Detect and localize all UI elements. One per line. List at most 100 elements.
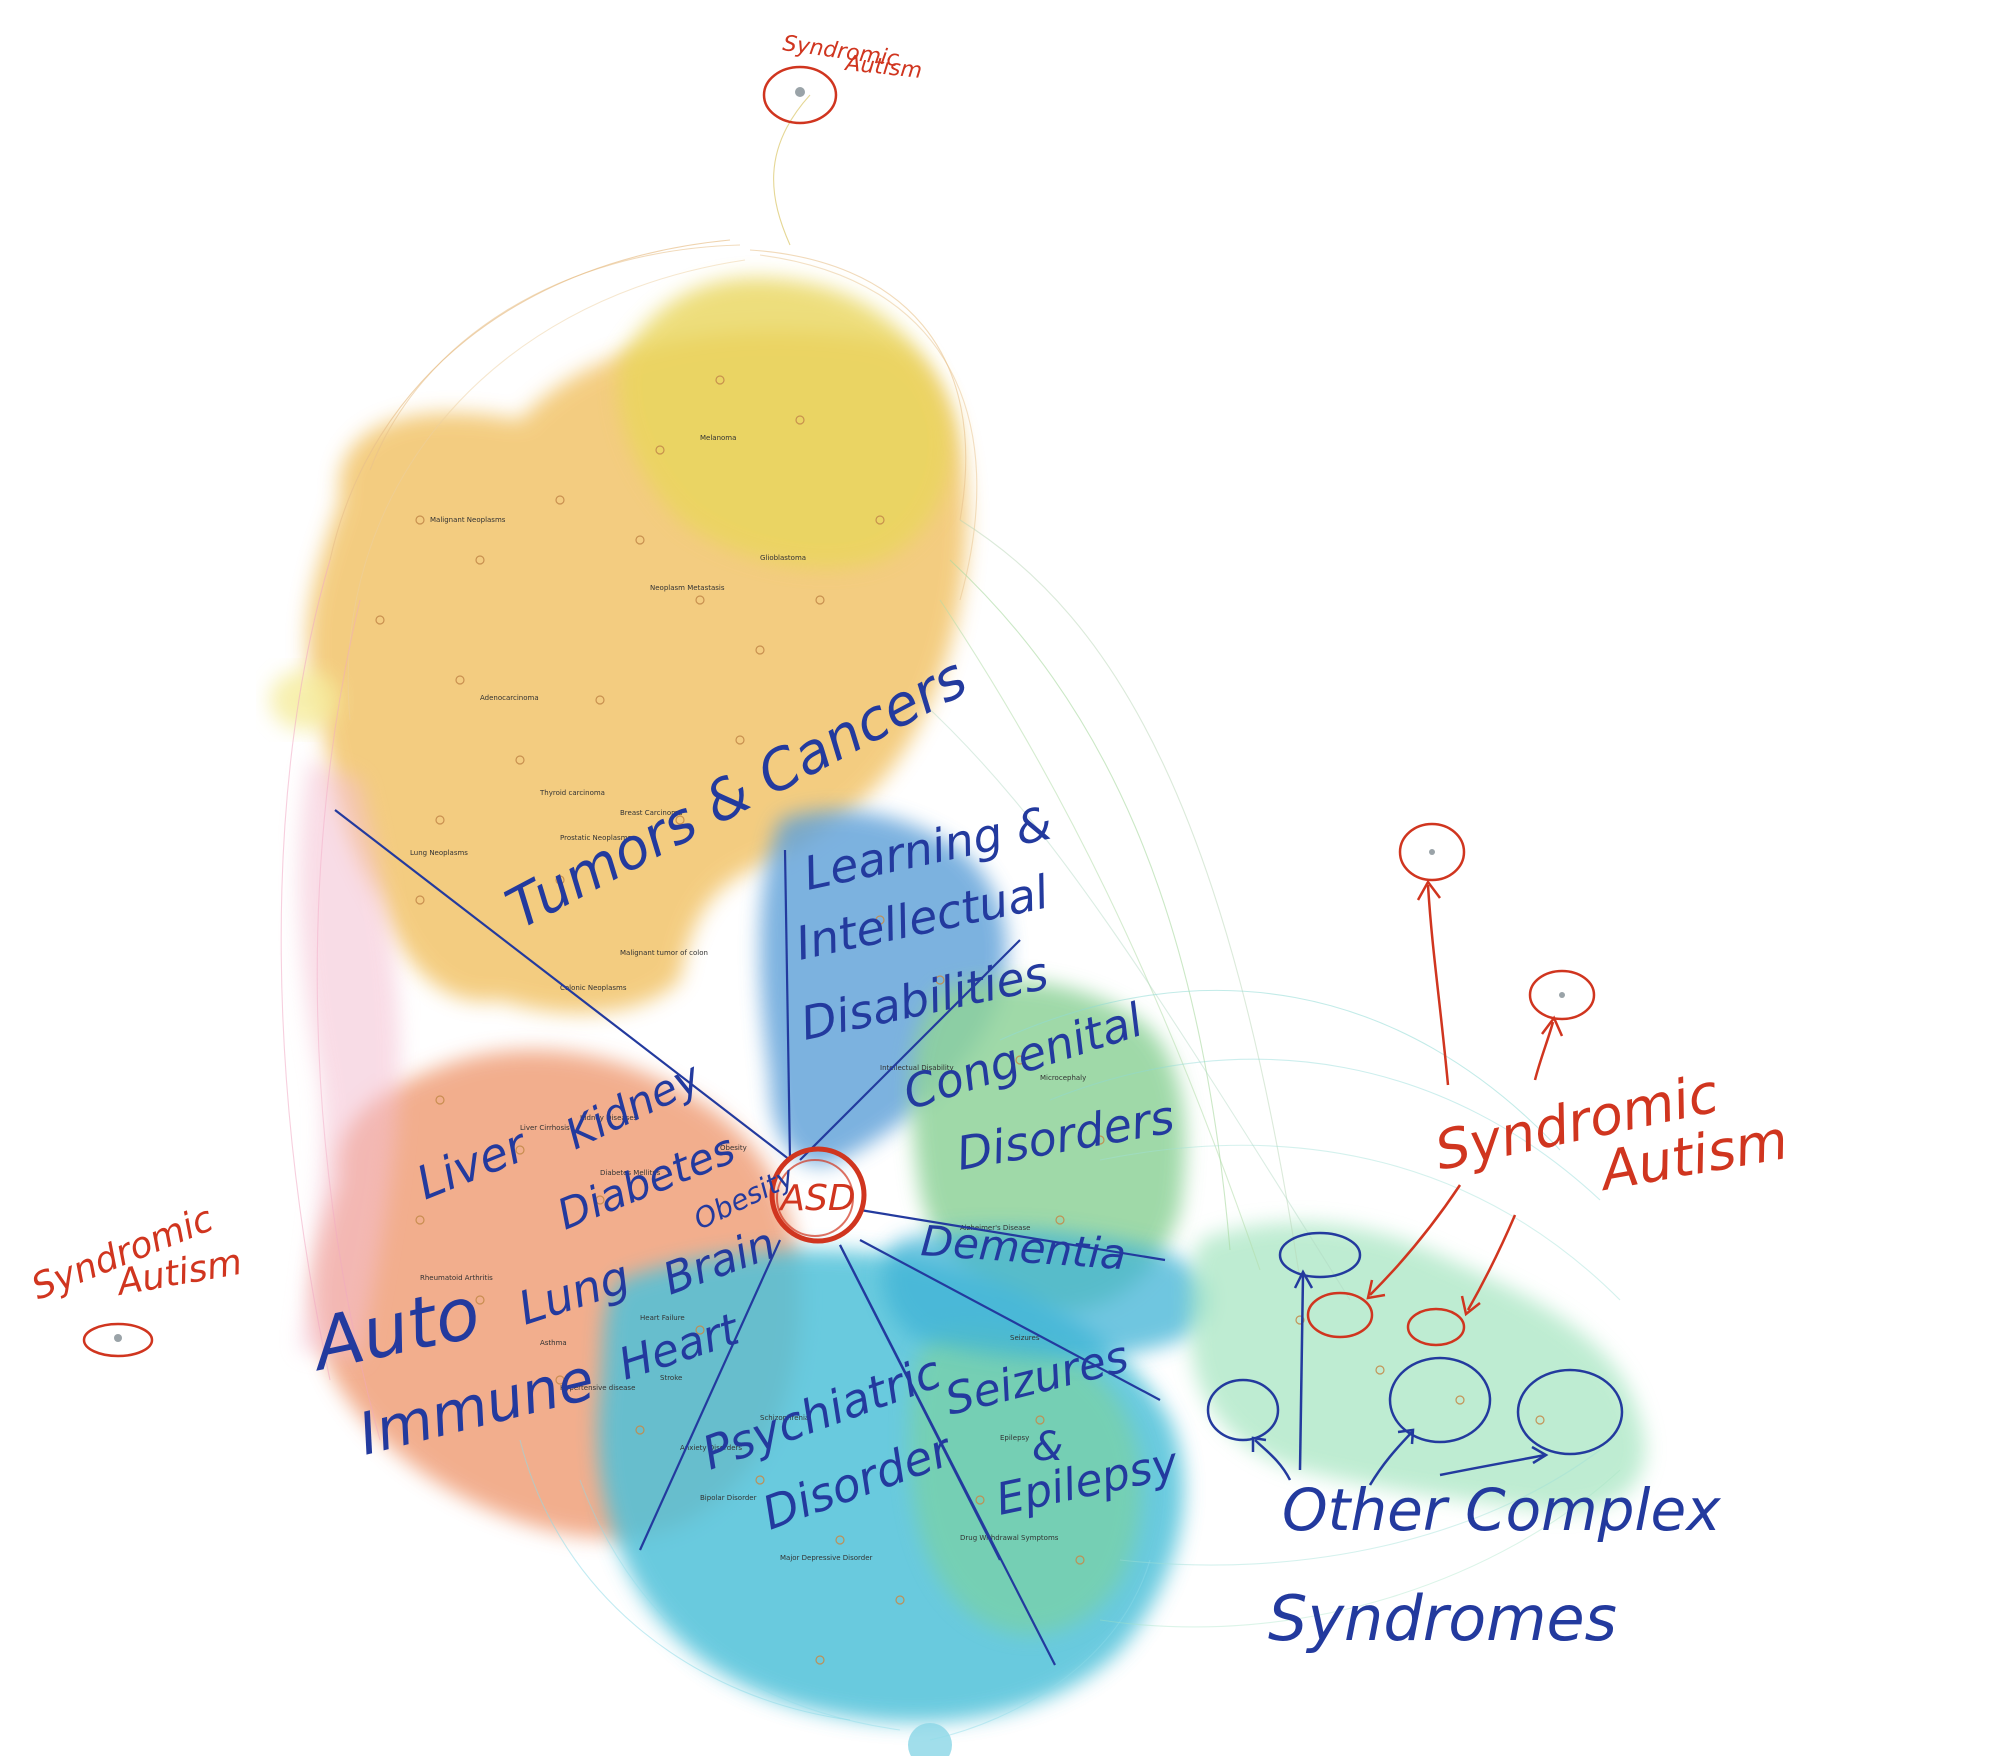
node-dot [635, 535, 645, 545]
node-label: Liver Cirrhosis [520, 1124, 570, 1132]
node-label: Adenocarcinoma [480, 694, 539, 702]
node-dot [795, 415, 805, 425]
node-dots [375, 375, 1545, 1665]
node-label: Malignant tumor of colon [620, 949, 708, 957]
node-label: Drug Withdrawal Symptoms [960, 1534, 1059, 1542]
node-dot [1035, 1415, 1045, 1425]
label-other-complex: Other Complex [1282, 1476, 1721, 1544]
node-dot [1559, 992, 1565, 998]
edge-arc [759, 254, 978, 601]
node-label: Alzheimer's Disease [960, 1224, 1030, 1232]
node-dot [935, 975, 945, 985]
arrow [1439, 1453, 1546, 1477]
arrow-red [1460, 1295, 1481, 1317]
asd-hub-circle-inner [776, 1159, 854, 1237]
node-label: Stroke [660, 1374, 682, 1382]
divider-line [839, 1244, 1056, 1666]
node-label: Colonic Neoplasms [560, 984, 627, 992]
node-dot [435, 1095, 445, 1105]
edge-top-link [773, 94, 811, 246]
label-seizures-2: & [1032, 1424, 1063, 1470]
node-label: Rheumatoid Arthritis [420, 1274, 493, 1282]
divider-line [859, 1239, 1161, 1401]
edge-arc [749, 249, 967, 521]
edge-arc [329, 239, 731, 561]
arrow [1397, 1428, 1415, 1445]
asd-hub: ASD [769, 1146, 867, 1244]
syndromic-circle-far [1398, 822, 1466, 882]
node-label: Lung Neoplasms [410, 849, 468, 857]
node-dot [455, 675, 465, 685]
node-dot [415, 1215, 425, 1225]
syndromic-autism-annotations [82, 65, 1596, 1358]
arrow-red [1416, 879, 1441, 901]
node-dot [695, 595, 705, 605]
arrow [1368, 1431, 1413, 1486]
node-dot [555, 875, 565, 885]
edge-arc [369, 244, 741, 471]
syndromic-circle-far [1528, 969, 1596, 1021]
syndromic-circle-right [1306, 1291, 1374, 1339]
syndrome-circle [1516, 1368, 1624, 1456]
node-label: Neoplasm Metastasis [650, 584, 725, 592]
node-label: Anxiety Disorders [680, 1444, 742, 1452]
node-label: Kidney Diseases [580, 1114, 638, 1122]
arrow-red [1366, 1279, 1386, 1300]
node-dot [695, 1325, 705, 1335]
node-label: Malignant Neoplasms [430, 516, 506, 524]
node-label: Melanoma [700, 434, 736, 442]
edge-arc [347, 259, 746, 721]
arrow [1251, 1436, 1267, 1452]
node-dot [1055, 1215, 1065, 1225]
node-dot [975, 1495, 985, 1505]
node-label: Asthma [540, 1339, 567, 1347]
node-dot [635, 1425, 645, 1435]
arrow-red [1369, 1184, 1462, 1296]
edge-arc [959, 519, 1301, 1281]
edge-arc [519, 1439, 851, 1721]
edge-arc [1099, 1469, 1621, 1628]
node-dot [515, 755, 525, 765]
node-dot [735, 735, 745, 745]
node-label: Thyroid carcinoma [539, 789, 605, 797]
node-dot [655, 445, 665, 455]
node-dot [475, 1295, 485, 1305]
arrow-red [1426, 884, 1450, 1086]
arrow-red [1541, 1015, 1564, 1037]
node-label: Heart Failure [640, 1314, 685, 1322]
node-dot [415, 895, 425, 905]
cluster-dementia [882, 1229, 1208, 1359]
arrow [1254, 1439, 1292, 1481]
node-dot [815, 1655, 825, 1665]
node-dot [1535, 1415, 1545, 1425]
node-dot [1075, 1555, 1085, 1565]
node-label: Glioblastoma [760, 554, 806, 562]
arrow-red [1533, 1021, 1555, 1081]
edge-arc [929, 1559, 1151, 1741]
category-divider-lines [334, 809, 1166, 1666]
edge-arc [1049, 1058, 1601, 1201]
arrow-red [1466, 1214, 1517, 1311]
divider-line [859, 1208, 1166, 1262]
edge-arc [939, 599, 1261, 1271]
node-dot [1375, 1365, 1385, 1375]
other-syndromes-markers [1206, 1231, 1624, 1486]
node-dot [875, 915, 885, 925]
node-label: Breast Carcinoma [620, 809, 682, 817]
edge-curves [280, 94, 1621, 1741]
node-dot [1429, 849, 1435, 855]
node-dot [1095, 1135, 1105, 1145]
node-dot [555, 1375, 565, 1385]
node-dot [435, 815, 445, 825]
node-dot [1015, 1055, 1025, 1065]
edge-arc [1119, 1449, 1601, 1566]
label-other-syndromes: Syndromes [1268, 1582, 1617, 1655]
node-label: Intellectual Disability [880, 1064, 954, 1072]
node-dot [555, 495, 565, 505]
node-dot [415, 515, 425, 525]
node-dot [715, 375, 725, 385]
node-label: Microcephaly [1040, 1074, 1086, 1082]
asd-hub-circle [769, 1146, 867, 1244]
edge-arc [949, 559, 1231, 1251]
